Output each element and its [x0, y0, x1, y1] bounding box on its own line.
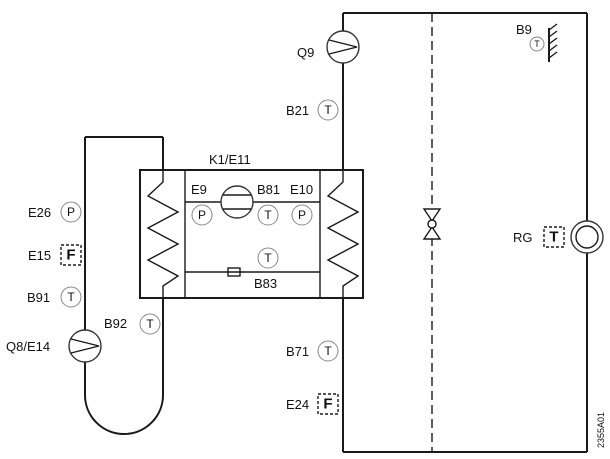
primary-loop-pipes [84, 136, 164, 435]
pump-q9-icon [326, 30, 360, 64]
label-e24: E24 [286, 397, 309, 412]
label-q8e14: Q8/E14 [6, 339, 50, 354]
room-unit-rg [570, 220, 604, 254]
expansion-valve [227, 267, 241, 277]
label-b91: B91 [27, 290, 50, 305]
outdoor-sensor-wall: T [529, 23, 558, 62]
label-e9: E9 [191, 182, 207, 197]
label-b81: B81 [257, 182, 280, 197]
b83-symbol: T [264, 251, 272, 265]
b81-symbol: T [264, 208, 272, 222]
e24-symbol: F [323, 396, 332, 413]
label-b92: B92 [104, 316, 127, 331]
b71-symbol: T [324, 344, 332, 358]
condenser-coil [326, 170, 360, 298]
label-k1e11: K1/E11 [209, 152, 251, 167]
label-b83: B83 [254, 276, 277, 291]
label-e10: E10 [290, 182, 313, 197]
heat-pump-unit [139, 169, 364, 299]
label-q9: Q9 [297, 45, 314, 60]
document-code: 2355A01 [596, 412, 606, 448]
b9-symbol: T [534, 39, 540, 49]
label-b9: B9 [516, 22, 532, 37]
b92-symbol: T [146, 317, 154, 331]
label-b71: B71 [286, 344, 309, 359]
label-b21: B21 [286, 103, 309, 118]
b91-symbol: T [67, 290, 75, 304]
pump-q8-icon [68, 329, 102, 363]
e9-symbol: P [198, 208, 206, 222]
valve-icon [422, 208, 442, 240]
label-e26: E26 [28, 205, 51, 220]
b21-symbol: T [324, 103, 332, 117]
label-rg: RG [513, 230, 533, 245]
rg-symbol: T [549, 229, 558, 246]
compressor [220, 185, 254, 219]
e15-symbol: F [66, 247, 75, 264]
e10-symbol: P [298, 208, 306, 222]
e26-symbol: P [67, 205, 75, 219]
label-e15: E15 [28, 248, 51, 263]
evaporator-coil [146, 170, 180, 298]
